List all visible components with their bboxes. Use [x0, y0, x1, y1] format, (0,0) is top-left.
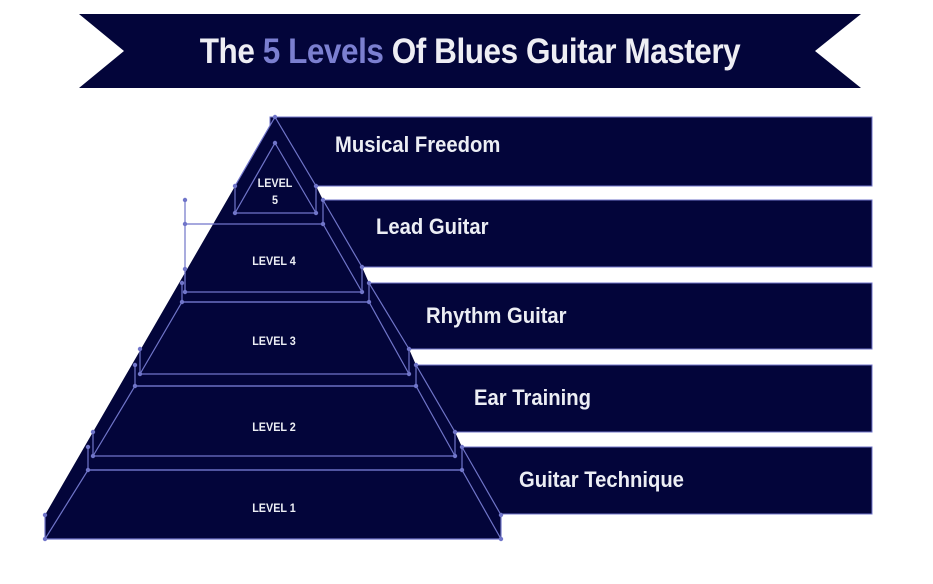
- title-suffix: Of Blues Guitar Mastery: [383, 31, 741, 71]
- title-highlight: 5 Levels: [262, 31, 384, 71]
- bar-level-3: [359, 282, 873, 350]
- title-prefix: The: [199, 31, 263, 71]
- level-5-name: Musical Freedom: [335, 132, 501, 157]
- pyramid-body: [45, 117, 501, 539]
- level-1-name: Guitar Technique: [519, 467, 684, 492]
- level-4-label: LEVEL 4: [252, 254, 296, 268]
- bar-level-1: [454, 446, 873, 515]
- bar-level-2: [407, 364, 873, 433]
- vertex-dots: [42, 114, 504, 542]
- level-5-label-line2: 5: [271, 193, 279, 207]
- level-bars: [269, 116, 873, 515]
- page-title: The 5 Levels Of Blues Guitar Mastery: [118, 14, 822, 89]
- bar-level-4: [315, 199, 873, 268]
- level-2-name: Ear Training: [474, 385, 591, 410]
- bar-level-5: [269, 116, 873, 187]
- level-2-label: LEVEL 2: [252, 420, 296, 434]
- level-5-label: LEVEL 5: [258, 175, 293, 209]
- title-banner: [79, 14, 861, 88]
- level-3-name: Rhythm Guitar: [426, 303, 567, 328]
- level-3-label: LEVEL 3: [252, 334, 296, 348]
- level-1-label: LEVEL 1: [252, 501, 296, 515]
- level-5-label-line1: LEVEL: [257, 176, 293, 190]
- level-4-name: Lead Guitar: [376, 214, 489, 239]
